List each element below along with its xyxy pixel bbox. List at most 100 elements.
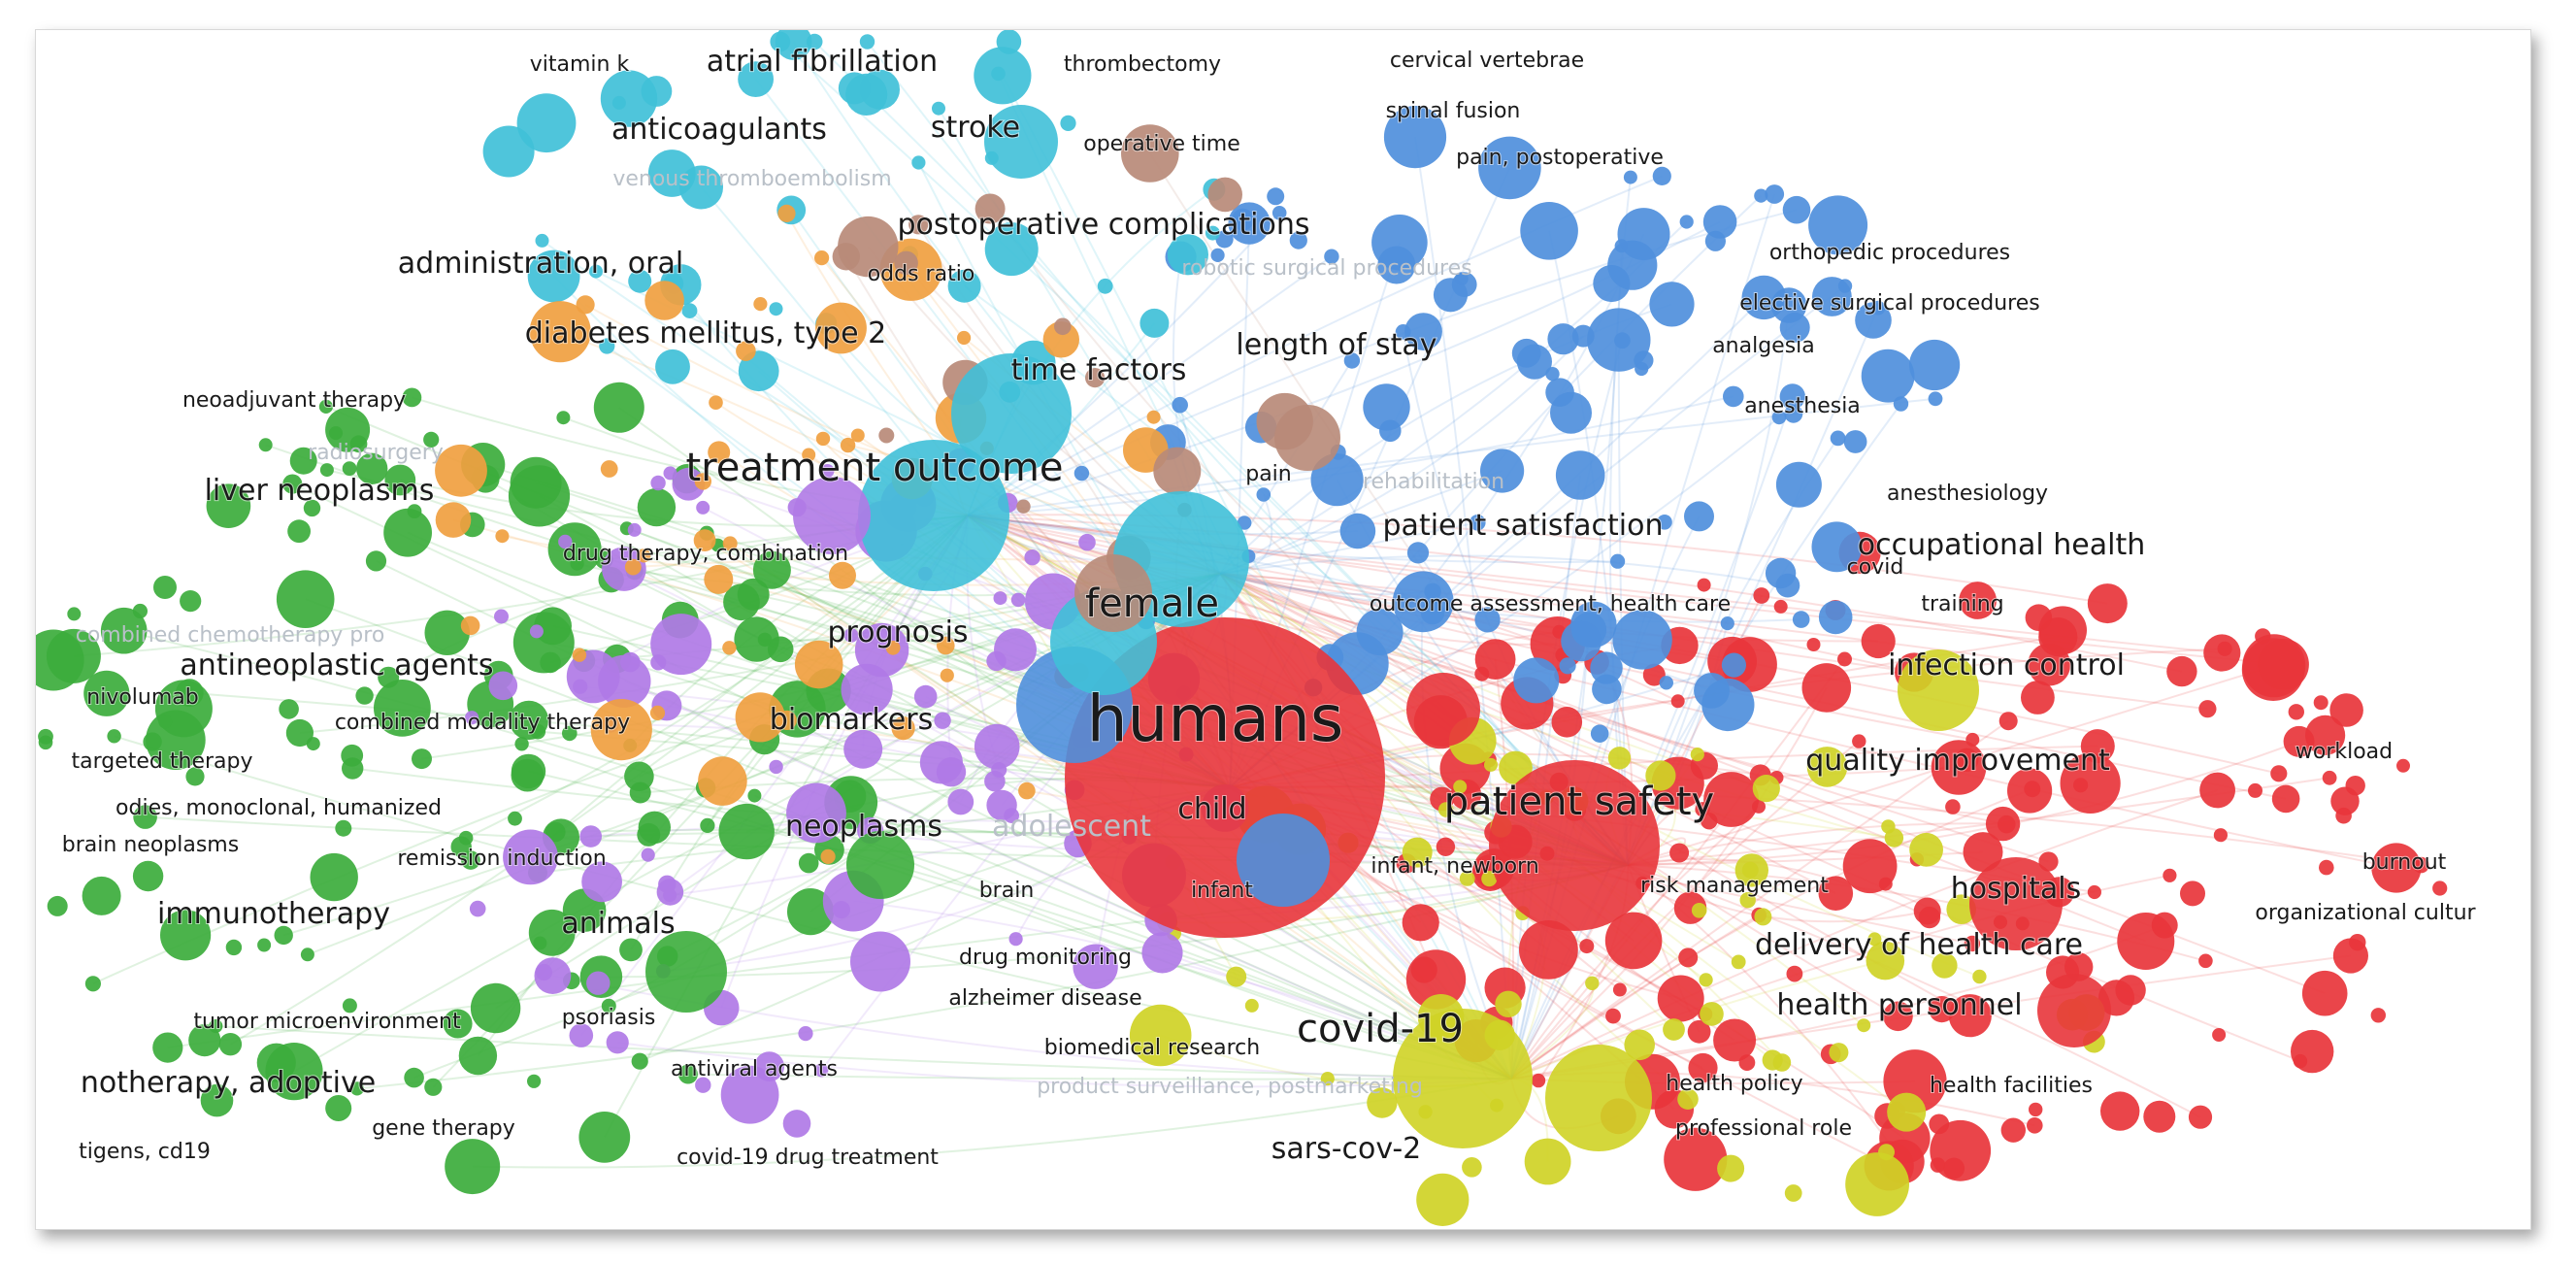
network-node[interactable]	[1555, 450, 1605, 500]
network-node[interactable]	[1801, 663, 1852, 713]
network-node[interactable]	[1883, 1001, 1913, 1032]
network-node[interactable]	[1829, 1043, 1849, 1063]
network-node[interactable]	[1867, 932, 1882, 947]
network-node[interactable]	[937, 636, 955, 655]
network-node[interactable]	[36, 629, 84, 691]
network-node[interactable]	[1752, 775, 1780, 803]
network-node[interactable]	[1073, 944, 1118, 989]
network-node[interactable]	[737, 578, 770, 611]
network-node[interactable]	[650, 654, 667, 671]
network-node[interactable]	[84, 976, 101, 992]
node-label-odies-monoclonal-humanized[interactable]: odies, monoclonal, humanized	[115, 795, 443, 821]
network-node[interactable]	[2271, 784, 2300, 814]
network-node[interactable]	[854, 622, 909, 678]
network-node[interactable]	[1402, 904, 1439, 942]
network-node[interactable]	[1139, 308, 1170, 338]
network-node[interactable]	[1016, 499, 1031, 514]
network-node[interactable]	[185, 767, 205, 786]
network-node[interactable]	[1531, 1073, 1546, 1088]
network-node[interactable]	[991, 66, 1006, 82]
network-node[interactable]	[1779, 383, 1806, 410]
network-node[interactable]	[1669, 843, 1690, 863]
network-node[interactable]	[287, 519, 311, 544]
network-node[interactable]	[1078, 533, 1096, 551]
network-node[interactable]	[2330, 786, 2360, 815]
network-node[interactable]	[814, 1063, 829, 1078]
network-node[interactable]	[384, 464, 416, 496]
network-node[interactable]	[679, 165, 723, 210]
network-node[interactable]	[153, 576, 177, 599]
network-node[interactable]	[579, 825, 602, 848]
node-label-humans[interactable]: humans	[1086, 681, 1345, 757]
network-node[interactable]	[1818, 600, 1853, 635]
network-node[interactable]	[611, 95, 626, 110]
network-node[interactable]	[655, 349, 690, 384]
node-label-postoperative-complications[interactable]: postoperative complications	[897, 207, 1311, 243]
network-node[interactable]	[556, 411, 571, 425]
network-node[interactable]	[365, 550, 387, 572]
network-node[interactable]	[1210, 248, 1225, 262]
network-node[interactable]	[936, 757, 967, 787]
network-node[interactable]	[1612, 982, 1627, 997]
network-node[interactable]	[2180, 881, 2205, 907]
network-node[interactable]	[1607, 747, 1632, 770]
network-node[interactable]	[644, 281, 684, 320]
node-label-combined-chemotherapy-pro[interactable]: combined chemotherapy pro	[76, 623, 385, 648]
network-node[interactable]	[1481, 871, 1498, 887]
node-label-operative-time[interactable]: operative time	[1082, 131, 1240, 157]
network-node[interactable]	[514, 737, 529, 751]
network-node[interactable]	[503, 829, 558, 885]
network-node[interactable]	[1702, 205, 1737, 239]
network-node[interactable]	[1930, 1119, 1992, 1181]
network-node[interactable]	[1634, 350, 1654, 371]
node-label-neoplasms[interactable]: neoplasms	[784, 809, 943, 845]
network-node[interactable]	[708, 441, 731, 464]
network-node[interactable]	[488, 671, 518, 701]
network-node[interactable]	[581, 861, 622, 903]
network-node[interactable]	[82, 876, 121, 915]
network-node[interactable]	[814, 823, 829, 838]
network-node[interactable]	[407, 504, 422, 518]
network-node[interactable]	[637, 487, 677, 527]
network-node[interactable]	[1451, 272, 1477, 297]
network-node[interactable]	[2371, 843, 2422, 893]
node-label-organizational-cultur[interactable]: organizational cultur	[2254, 900, 2477, 926]
network-node[interactable]	[802, 448, 816, 462]
network-node[interactable]	[1060, 115, 1076, 131]
network-node[interactable]	[1881, 819, 1896, 834]
network-node[interactable]	[258, 438, 273, 452]
network-node[interactable]	[704, 564, 734, 594]
node-label-remission-induction[interactable]: remission induction	[396, 846, 607, 872]
network-node[interactable]	[1610, 553, 1626, 569]
node-label-gene-therapy[interactable]: gene therapy	[371, 1115, 516, 1142]
node-label-analgesia[interactable]: analgesia	[1711, 333, 1816, 359]
network-node[interactable]	[572, 648, 587, 662]
node-label-covid[interactable]: covid	[1846, 554, 1905, 581]
network-node[interactable]	[2255, 628, 2271, 645]
network-node[interactable]	[2370, 1008, 2386, 1023]
network-node[interactable]	[974, 193, 1006, 224]
network-node[interactable]	[1782, 195, 1811, 224]
network-node[interactable]	[1215, 230, 1234, 249]
network-node[interactable]	[850, 428, 865, 443]
network-node[interactable]	[2087, 884, 2101, 900]
yellow-node[interactable]	[1898, 649, 1979, 731]
network-node[interactable]	[1559, 657, 1576, 675]
network-node[interactable]	[738, 61, 774, 97]
network-node[interactable]	[1256, 487, 1271, 502]
network-node[interactable]	[1592, 674, 1622, 705]
network-node[interactable]	[355, 686, 374, 705]
network-node[interactable]	[1964, 935, 1981, 952]
node-label-training[interactable]: training	[1920, 591, 2004, 617]
node-label-venous-thromboembolism[interactable]: venous thromboembolism	[612, 167, 891, 191]
node-label-antiviral-agents[interactable]: antiviral agents	[670, 1056, 839, 1082]
network-node[interactable]	[2198, 953, 2213, 969]
network-node[interactable]	[1097, 278, 1113, 294]
network-node[interactable]	[911, 155, 926, 170]
network-node[interactable]	[984, 770, 1006, 792]
network-node[interactable]	[2188, 1105, 2213, 1129]
node-label-radiosurgery[interactable]: radiosurgery	[308, 441, 444, 465]
network-node[interactable]	[589, 264, 603, 279]
child-node[interactable]	[1237, 814, 1330, 907]
network-node[interactable]	[1731, 954, 1746, 970]
